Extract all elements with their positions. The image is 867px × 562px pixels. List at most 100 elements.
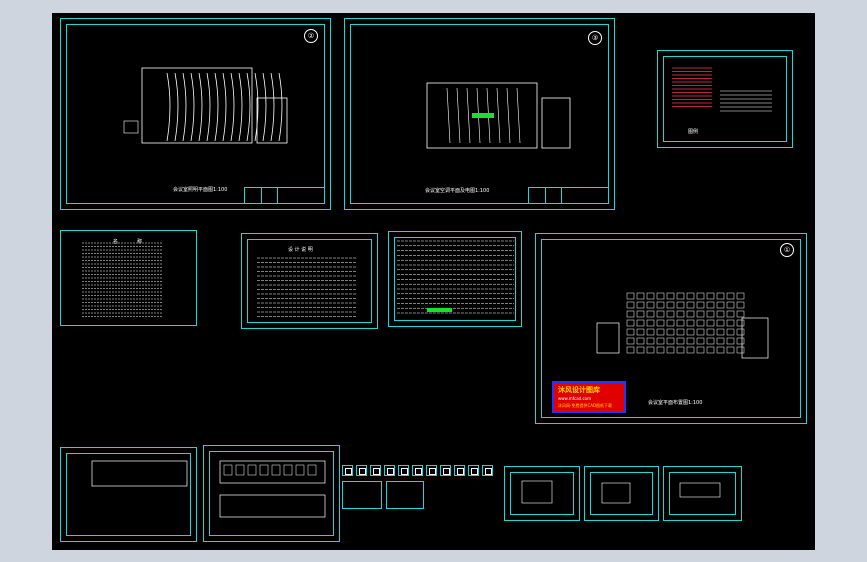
toolbar-icon[interactable]: [440, 465, 451, 476]
desk-cell: [716, 328, 725, 336]
sheet-hvac-plan[interactable]: ③ 会议室空调平面及电图1:100: [344, 18, 615, 210]
desk-cell: [716, 310, 725, 318]
sheet-elevation-1[interactable]: [60, 447, 197, 542]
sheet-legend[interactable]: 图例: [657, 50, 793, 148]
desk-cell: [706, 319, 715, 327]
desk-cell: [716, 292, 725, 300]
desk-cell: [636, 319, 645, 327]
sheet-inner-frame: [510, 472, 574, 515]
desk-cell: [666, 337, 675, 345]
desk-cell: [626, 310, 635, 318]
desk-cell: [696, 328, 705, 336]
grid-line: [466, 87, 471, 144]
desk-cell: [716, 337, 725, 345]
desk-cell: [696, 292, 705, 300]
desk-cell: [636, 292, 645, 300]
toolbar-icon[interactable]: [454, 465, 465, 476]
seating-row: [174, 72, 179, 142]
table-header-2: 称: [137, 239, 143, 245]
window-mark: [307, 464, 317, 476]
desk-cell: [676, 346, 685, 354]
desk-cell: [666, 319, 675, 327]
toolbar-icon[interactable]: [482, 465, 493, 476]
elevation-outline: [219, 460, 326, 484]
desk-cell: [646, 346, 655, 354]
detail-outline: [521, 480, 553, 504]
sheet-caption: 会议室空调平面及电图1:100: [425, 188, 490, 194]
desk-cell: [646, 301, 655, 309]
desk-cell: [696, 310, 705, 318]
desk-cell: [726, 346, 735, 354]
desk-cell: [696, 346, 705, 354]
desk-cell: [736, 346, 745, 354]
sheet-detail-small-2[interactable]: [386, 481, 424, 509]
sheet-detail-1[interactable]: [504, 466, 580, 521]
desk-cell: [676, 310, 685, 318]
seating-row: [222, 72, 227, 142]
desk-cell: [676, 319, 685, 327]
title-block: [528, 187, 609, 204]
desk-cell: [656, 346, 665, 354]
desk-cell: [686, 346, 695, 354]
desk-cell: [686, 328, 695, 336]
desk-cell: [646, 337, 655, 345]
desk-cell: [726, 328, 735, 336]
desk-cell: [736, 301, 745, 309]
window-mark: [247, 464, 257, 476]
sheet-detail-small-1[interactable]: [342, 481, 382, 509]
seating-row: [166, 72, 171, 142]
desk-cell: [646, 310, 655, 318]
desk-cell: [716, 319, 725, 327]
sheet-inner-frame: [66, 24, 325, 204]
desk-cell: [706, 292, 715, 300]
desk-cell: [636, 301, 645, 309]
sheet-inner-frame: [590, 472, 653, 515]
toolbar-icon[interactable]: [468, 465, 479, 476]
sheet-construction-notes[interactable]: [388, 231, 522, 327]
drawing-lines: [82, 67, 772, 518]
room-outline: [141, 67, 253, 144]
sheet-number-badge: ①: [780, 243, 794, 257]
desk-cell: [626, 292, 635, 300]
toolbar-icon[interactable]: [398, 465, 409, 476]
fixture-block: [123, 120, 139, 134]
sheet-elevation-2[interactable]: [203, 445, 340, 542]
desk-cell: [656, 337, 665, 345]
sheet-materials-table[interactable]: 名 称: [60, 230, 197, 326]
seating-row: [238, 72, 243, 142]
toolbar-icon[interactable]: [412, 465, 423, 476]
sheet-inner-frame: [663, 56, 787, 142]
toolbar-icon[interactable]: [384, 465, 395, 476]
seating-row: [198, 72, 203, 142]
toolbar-icon[interactable]: [426, 465, 437, 476]
toolbar-icon[interactable]: [356, 465, 367, 476]
desk-cell: [656, 292, 665, 300]
desk-cell: [686, 292, 695, 300]
sheet-inner-frame: [394, 237, 516, 321]
drawing-canvas[interactable]: ② 会议室照明平面图1:100 ③ 会议室空调平面及电图1:100 图例 名 称…: [52, 13, 815, 550]
desk-cell: [726, 301, 735, 309]
sheet-detail-2[interactable]: [584, 466, 659, 521]
highlight-duct: [472, 113, 494, 118]
desk-cell: [736, 292, 745, 300]
sheet-caption: 会议室平面布置图1:100: [648, 400, 703, 406]
sheet-detail-3[interactable]: [663, 466, 742, 521]
elevation-outline: [91, 460, 188, 487]
desk-cell: [736, 319, 745, 327]
toolbar-icon[interactable]: [370, 465, 381, 476]
annex-outline: [541, 97, 571, 149]
desk-cell: [706, 301, 715, 309]
sheet-inner-frame: [209, 451, 334, 536]
desk-cell: [736, 310, 745, 318]
grid-line: [506, 87, 511, 144]
seating-row: [270, 72, 275, 142]
desk-cell: [626, 319, 635, 327]
sheet-layout-plan[interactable]: ① 会议室平面布置图1:100: [535, 233, 807, 424]
watermark-url: www.mfcad.com: [558, 396, 592, 401]
sheet-inner-frame: [350, 24, 609, 204]
desk-cell: [656, 301, 665, 309]
toolbar-icon[interactable]: [342, 465, 353, 476]
highlight-bar: [427, 308, 452, 312]
sheet-lighting-plan[interactable]: ② 会议室照明平面图1:100: [60, 18, 331, 210]
sheet-design-notes[interactable]: 设 计 说 明: [241, 233, 378, 329]
